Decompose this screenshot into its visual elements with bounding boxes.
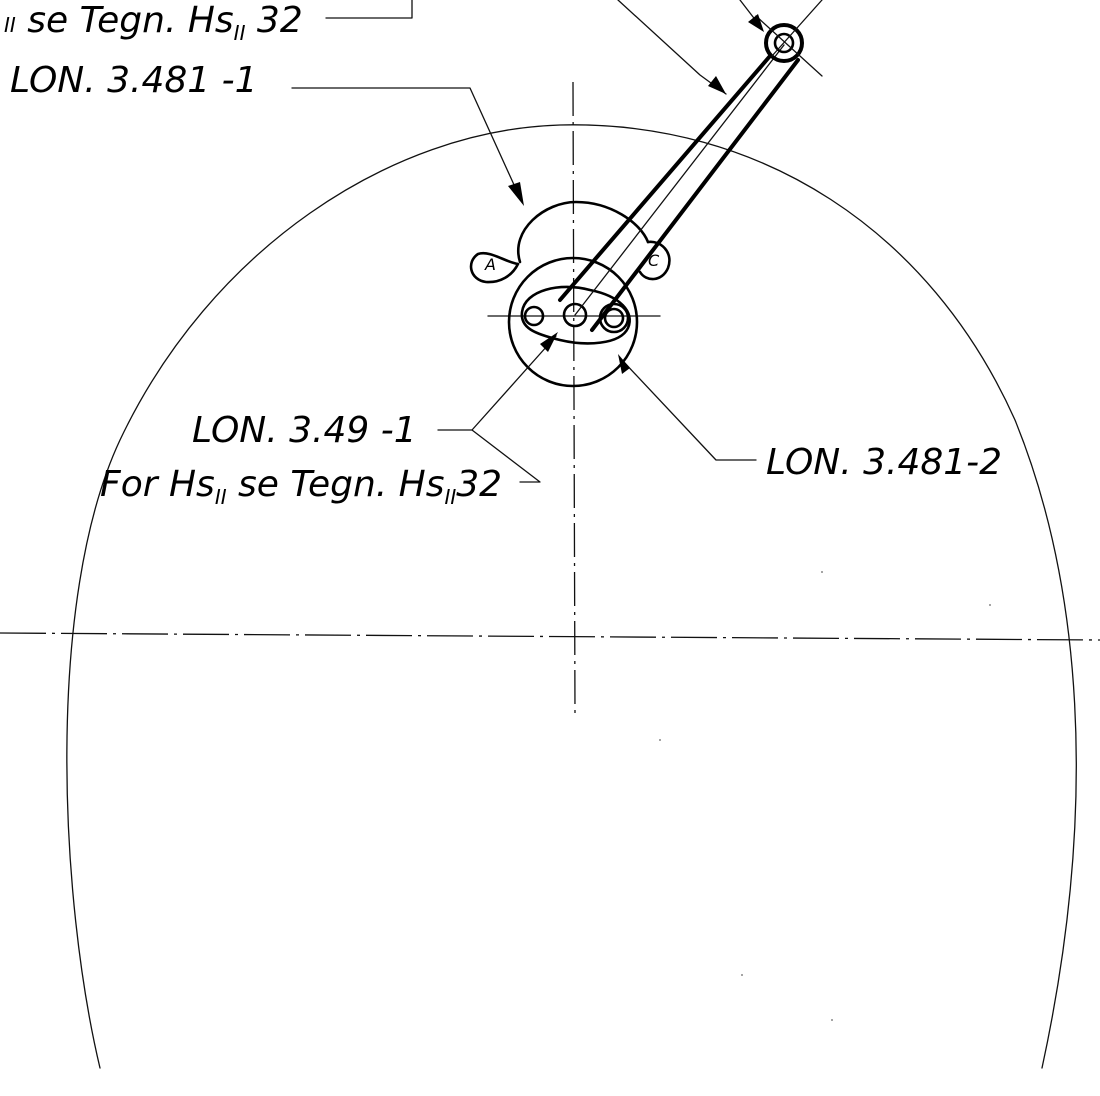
leader-lever-arrow (708, 76, 726, 94)
label-top-note: II se Tegn. HsII 32 (4, 0, 303, 45)
lever-center-line (574, 44, 785, 316)
label-lon-3481-1: LON. 3.481 -1 (10, 60, 258, 101)
leader-for-hs (471, 429, 541, 483)
lever-end-cross-2 (771, 0, 823, 57)
hull-outline (66, 124, 1077, 1069)
leader-lon-349-1 (437, 335, 557, 431)
lever-end-inner (773, 32, 795, 54)
lever-end-cross-1 (755, 15, 823, 77)
lever-end-outer (764, 23, 804, 63)
lever-body (558, 54, 800, 332)
mark-a: A (484, 255, 496, 274)
leader-lever-end-arrow (748, 14, 764, 32)
lug-a (469, 251, 520, 284)
arc-bracket (517, 200, 650, 264)
leader-lon-3481-1-arrow (508, 182, 524, 206)
leader-lon-349-1-arrow (540, 332, 558, 352)
leader-lon-3481-2-arrow (618, 354, 630, 374)
hub-assembly: A C (469, 200, 671, 388)
leader-lon-3481-1 (291, 87, 521, 199)
leader-top-note (325, 0, 413, 19)
bolt-center (562, 302, 588, 328)
leader-lever-body (617, 0, 727, 95)
label-for-hs: For HsII se Tegn. HsII32 (100, 464, 502, 509)
scan-noise (659, 571, 991, 1021)
hub-outer-circle (507, 256, 639, 388)
label-lon-349-1: LON. 3.49 -1 (192, 410, 417, 451)
bolt-right (603, 307, 625, 329)
bolt-left (523, 305, 545, 327)
horizontal-centerline (0, 632, 1100, 641)
inner-plate (520, 285, 631, 345)
lever-arm (558, 0, 823, 332)
label-lon-3481-2: LON. 3.481-2 (766, 442, 1002, 483)
vertical-centerline (572, 81, 576, 716)
leader-lon-3481-2 (621, 359, 757, 461)
